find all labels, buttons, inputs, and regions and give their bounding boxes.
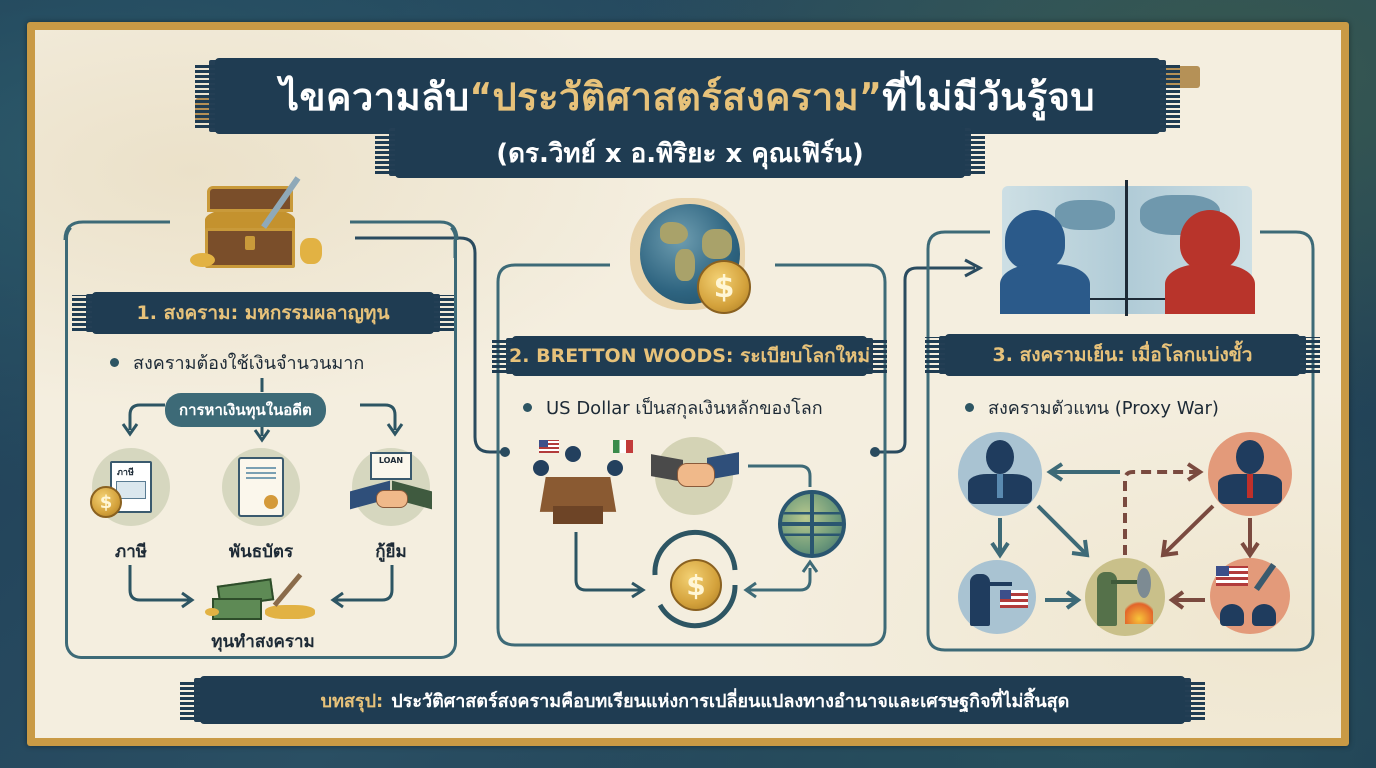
title-prefix: ไขความลับ [279, 74, 470, 119]
result-label-war-fund: ทุนทำสงคราม [211, 632, 315, 652]
source-label-loan: กู้ยืม [375, 542, 407, 562]
bullet-dot-icon [523, 403, 532, 412]
treasure-chest-sword-icon [185, 176, 335, 278]
panel1-heading: 1. สงคราม: มหกรรมผลาญทุน [136, 302, 390, 324]
panel2-heading-banner [492, 336, 887, 376]
red-leader-icon [1208, 432, 1292, 516]
blue-leader-head [1005, 210, 1065, 270]
tax-doc-text: ภาษี [117, 468, 134, 478]
panel3-bullet-text: สงครามตัวแทน (Proxy War) [988, 398, 1219, 419]
panel2-bullet-text: US Dollar เป็นสกุลเงินหลักของโลก [546, 398, 823, 419]
conclusion-banner [180, 676, 1205, 724]
conclusion: บทสรุป: ประวัติศาสตร์สงครามคือบทเรียนแห่… [205, 676, 1185, 724]
conference-table-flags-icon [525, 438, 633, 526]
conclusion-text: ประวัติศาสตร์สงครามคือบทเรียนแห่งการเปลี… [391, 690, 1070, 712]
red-leader-head [1180, 210, 1240, 270]
loan-handshake-icon: LOAN [350, 448, 432, 526]
panel1-bullet: สงครามต้องใช้เงินจำนวนมาก [110, 348, 364, 377]
money-pile-sword-icon [200, 570, 325, 625]
bullet-dot-icon [110, 358, 119, 367]
handshake-icon [651, 437, 739, 515]
panel-war-finance [65, 222, 457, 659]
title-suffix: ที่ไม่มีวันรู้จบ [882, 74, 1096, 119]
globe-dollar-coin: $ [697, 260, 751, 314]
dollar-coin-icon: $ [90, 486, 122, 518]
tax-document-coin-icon: ภาษี $ [90, 448, 170, 526]
panel1-heading-banner [72, 292, 454, 334]
flag-missile-soldiers-icon [1210, 558, 1290, 634]
bullet-dot-icon [965, 403, 974, 412]
panel3-heading-banner [925, 334, 1320, 376]
conclusion-label: บทสรุป: [320, 690, 384, 712]
funding-hub-label: การหาเงินทุนในอดีต [165, 393, 326, 427]
loan-doc-text: LOAN [370, 452, 412, 480]
page-title: ไขความลับ “ประวัติศาสตร์สงคราม” ที่ไม่มี… [210, 60, 1165, 132]
source-label-tax: ภาษี [115, 542, 147, 562]
title-highlight: “ประวัติศาสตร์สงคราม” [469, 74, 883, 119]
soldier-flag-icon [958, 560, 1036, 634]
panel3-heading: 3. สงครามเย็น: เมื่อโลกแบ่งขั้ว [992, 344, 1253, 366]
source-label-bond: พันธบัตร [228, 542, 294, 562]
subtitle-banner [375, 126, 985, 178]
bond-certificate-icon [222, 448, 300, 526]
globe-dollar-coin-icon: $ [625, 198, 755, 316]
battlefield-fire-icon [1085, 558, 1165, 636]
panel2-heading: 2. BRETTON WOODS: ระเบียบโลกใหม่ [509, 345, 870, 367]
panel2-bullet: US Dollar เป็นสกุลเงินหลักของโลก [523, 393, 823, 422]
blue-leader-icon [958, 432, 1042, 516]
cold-war-leaders-map-icon [1000, 180, 1255, 316]
dollar-cycle-icon: $ [670, 559, 722, 611]
title-banner [195, 58, 1180, 134]
page-subtitle: (ดร.วิทย์ x อ.พิริยะ x คุณเฟิร์น) [496, 138, 864, 169]
globe-grid-icon [778, 490, 846, 558]
panel3-bullet: สงครามตัวแทน (Proxy War) [965, 393, 1219, 422]
panel1-bullet-text: สงครามต้องใช้เงินจำนวนมาก [133, 353, 365, 374]
